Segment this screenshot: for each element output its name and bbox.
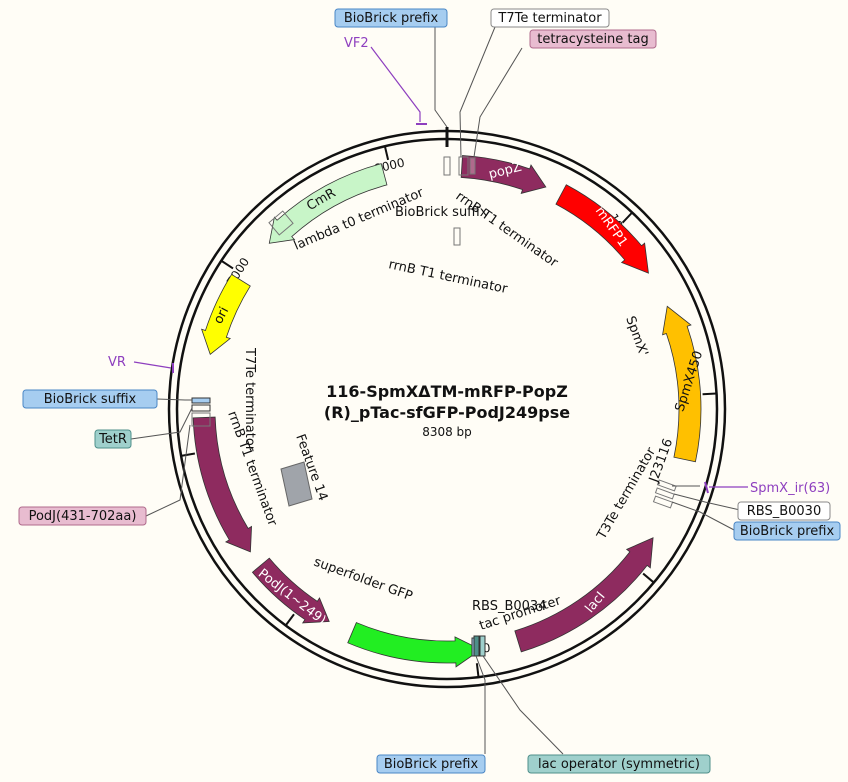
t3te-mark (652, 495, 674, 509)
rbs-b0030-mark (654, 487, 675, 500)
callout-box-1 (490, 8, 610, 28)
tick-4000 (475, 663, 480, 678)
tick-1000 (621, 211, 633, 224)
primers: VF2 VR SpmX_ir(63) (108, 36, 830, 496)
tick-2000 (702, 392, 717, 396)
primer-vr-label: VR (108, 355, 126, 370)
plasmid-name-line1: 116-SpmXΔTM-mRFP-PopZ (326, 382, 568, 401)
callout-label-2: tetracysteine tag (537, 32, 649, 47)
primer-vr-line (133, 361, 172, 369)
callout-box-0 (334, 8, 448, 28)
primer-vf2-label: VF2 (344, 36, 369, 51)
primer-spmx-ir-label: SpmX_ir(63) (750, 481, 830, 496)
feature-arrow-label-7: ori (211, 305, 232, 327)
label-rrnb-top: rrnB T1 terminator (453, 189, 561, 271)
feature14-block (280, 461, 313, 507)
tick-7000 (220, 259, 234, 270)
label-biobrick-suffix-top: BioBrick suffix (395, 205, 488, 220)
tetracysteine-mark (469, 157, 476, 175)
j23116-mark (656, 479, 677, 492)
tick-8000 (383, 146, 390, 161)
callout-label-7: BioBrick prefix (740, 524, 835, 539)
biobrick-suffix-mark (443, 156, 451, 176)
feature-arrow-laci (514, 537, 654, 653)
biobrick-suffix-left-mark (191, 397, 211, 404)
plasmid-name-line2: (R)_pTac-sfGFP-PodJ249pse (324, 403, 570, 422)
label-t3te: T3Te terminator (594, 445, 659, 543)
callout-box-8 (376, 754, 486, 774)
callout-label-3: BioBrick suffix (44, 392, 137, 407)
lac-operator-mark (479, 635, 486, 657)
feature-arrow-spmx450 (662, 305, 702, 463)
feature-arrow-unlabeled-4 (347, 622, 482, 668)
callout-box-7 (733, 521, 841, 541)
label-spmx-prime: SpmX' (622, 314, 650, 358)
tac-mark (473, 635, 480, 657)
callout-box-5 (18, 506, 147, 526)
callout-label-5: PodJ(431-702aa) (29, 509, 137, 524)
feature-arrow-mrfp1 (555, 184, 649, 274)
callout-box-4 (94, 429, 132, 449)
callout-label-4: TetR (98, 432, 127, 447)
feature-arrow-ori (200, 273, 251, 356)
t7te-mark (458, 156, 469, 176)
plasmid-title-block: 116-SpmXΔTM-mRFP-PopZ (R)_pTac-sfGFP-Pod… (324, 382, 570, 439)
callout-box-3 (22, 389, 158, 409)
callout-label-0: BioBrick prefix (344, 11, 439, 26)
callout-box-6 (737, 501, 831, 521)
t7te-left-mark (191, 412, 211, 427)
lambda-t0-mark (268, 210, 294, 236)
callout-box-2 (529, 29, 657, 49)
callout-label-1: T7Te terminator (497, 11, 602, 26)
plasmid-length: 8308 bp (422, 425, 472, 439)
callout-label-6: RBS_B0030 (747, 504, 821, 519)
feature-arrow-podj-1-249- (251, 557, 330, 624)
tick-6000 (180, 452, 196, 457)
label-rrnb-mid: rrnB T1 terminator (387, 257, 509, 297)
primer-vf2-line (370, 46, 421, 122)
callout-label-8: BioBrick prefix (384, 757, 479, 772)
rrnb-mid-mark (453, 227, 461, 246)
tick-5000 (284, 613, 295, 627)
tetr-mark (191, 404, 211, 412)
label-t7te-left: T7Te terminator (242, 347, 257, 452)
tick-3000 (642, 572, 655, 584)
callout-label-9: lac operator (symmetric) (538, 757, 700, 772)
label-superfolder-gfp: superfolder GFP (312, 555, 415, 605)
rbs-b0034-mark (471, 637, 475, 657)
callout-box-9 (527, 754, 711, 774)
label-rbs-b0034: RBS_B0034 (472, 599, 546, 614)
feature-arrow-popz (460, 155, 547, 194)
feature-arrow-cmr (268, 163, 388, 244)
feature-arrow-unlabeled-6 (192, 416, 252, 553)
callout-lines (130, 26, 741, 755)
